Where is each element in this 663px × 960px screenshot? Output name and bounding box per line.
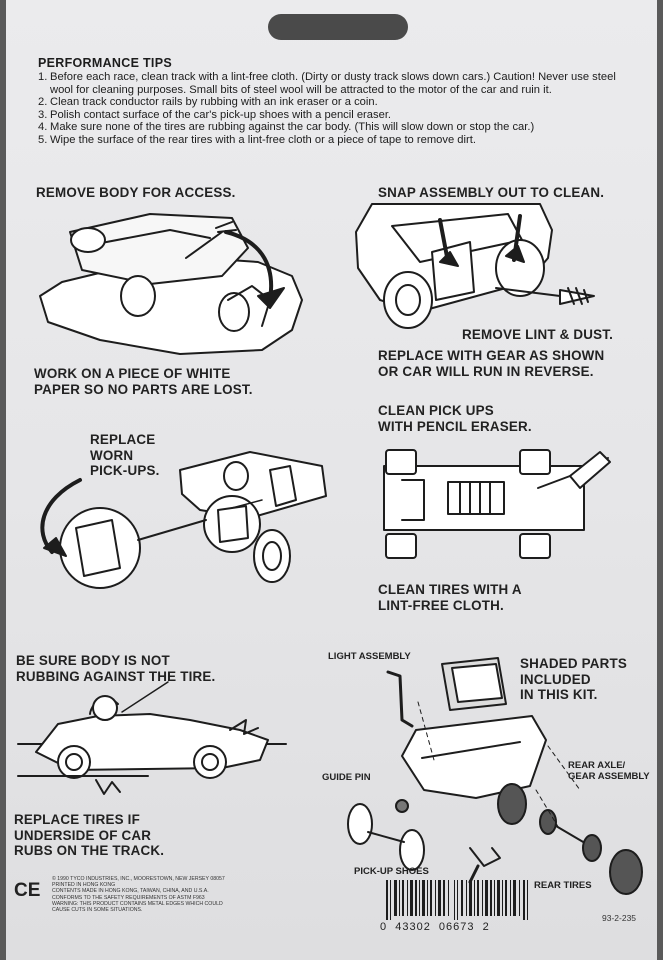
- caption-work-paper: WORK ON A PIECE OF WHITE PAPER SO NO PAR…: [34, 366, 253, 397]
- hang-hole: [268, 14, 408, 40]
- legal-fine-print: © 1990 TYCO INDUSTRIES, INC., MOORESTOWN…: [52, 876, 225, 914]
- caption-clean-pickups: CLEAN PICK UPS WITH PENCIL ERASER.: [378, 403, 532, 434]
- label-pickup-shoes: PICK-UP SHOES: [354, 866, 429, 877]
- barcode: [386, 880, 528, 920]
- product-code: 93-2-235: [602, 913, 637, 923]
- performance-tips: PERFORMANCE TIPS 1.Before each race, cle…: [38, 56, 628, 147]
- caption-snap-assembly: SNAP ASSEMBLY OUT TO CLEAN.: [378, 185, 605, 200]
- label-rear-tires: REAR TIRES: [534, 880, 592, 891]
- tips-title: PERFORMANCE TIPS: [38, 56, 172, 70]
- label-rear-axle: REAR AXLE/ GEAR ASSEMBLY: [568, 760, 650, 782]
- caption-remove-lint: REMOVE LINT & DUST.: [462, 327, 614, 342]
- tip-item: 3.Polish contact surface of the car's pi…: [38, 108, 392, 121]
- tip-item: 5.Wipe the surface of the rear tires wit…: [38, 133, 476, 146]
- caption-body-not-rubbing: BE SURE BODY IS NOT RUBBING AGAINST THE …: [16, 653, 216, 684]
- caption-replace-gear: REPLACE WITH GEAR AS SHOWN OR CAR WILL R…: [378, 348, 605, 379]
- ce-mark: CE: [14, 880, 41, 901]
- race-car-illustration: [17, 681, 287, 795]
- pickup-cleaning-illustration: [383, 449, 611, 559]
- caption-shaded-parts: SHADED PARTS INCLUDED IN THIS KIT.: [520, 656, 628, 702]
- tips-list: 1.Before each race, clean track with a l…: [38, 71, 628, 147]
- caption-replace-worn: REPLACE WORN PICK-UPS.: [90, 432, 160, 478]
- barcode-digits: 0 43302 06673 2: [380, 921, 490, 933]
- label-guide-pin: GUIDE PIN: [322, 772, 371, 783]
- caption-replace-tires: REPLACE TIRES IF UNDERSIDE OF CAR RUBS O…: [14, 812, 165, 858]
- motor-assembly-illustration: [355, 203, 595, 329]
- caption-remove-body: REMOVE BODY FOR ACCESS.: [36, 185, 236, 200]
- chassis-pickups-illustration: [40, 451, 327, 589]
- car-remove-body-illustration: [39, 213, 303, 355]
- tip-item: 1.Before each race, clean track with a l…: [38, 71, 616, 96]
- tip-item: 4.Make sure none of the tires are rubbin…: [38, 121, 535, 134]
- exploded-parts-illustration: [347, 657, 643, 895]
- label-light-assembly: LIGHT ASSEMBLY: [328, 651, 411, 662]
- tip-item: 2.Clean track conductor rails by rubbing…: [38, 96, 378, 109]
- caption-clean-tires: CLEAN TIRES WITH A LINT-FREE CLOTH.: [378, 582, 522, 613]
